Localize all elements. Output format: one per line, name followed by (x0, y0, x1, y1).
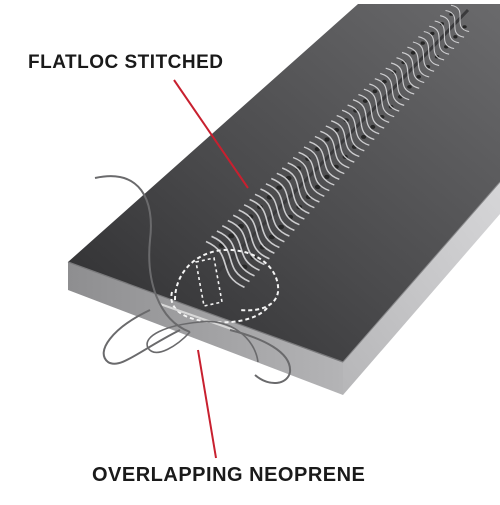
stitch-hole-left (278, 224, 284, 230)
stitch-loop (412, 41, 435, 72)
stitch-loop (287, 162, 320, 203)
stitch-loop (450, 4, 470, 33)
stitch-loop (303, 146, 335, 186)
stitch-hole-right (362, 99, 368, 103)
panel-edge-highlight-right (342, 181, 500, 363)
stitch-hole-right (410, 51, 416, 55)
stitch-loop (292, 156, 325, 197)
overlap-layer-edge (159, 303, 241, 333)
stitch-hole-left (462, 25, 467, 29)
overlap-outline-inner (195, 257, 223, 307)
stitch-hole-left (361, 134, 367, 139)
stitch-loop (396, 57, 420, 89)
panel-top-face (68, 4, 500, 362)
stitch-loop (352, 99, 380, 135)
loose-thread-down (102, 309, 181, 365)
stitch-loop (401, 51, 425, 84)
stitch-loop (227, 219, 265, 266)
stitch-loop (243, 204, 280, 249)
stitch-loop (330, 120, 360, 158)
stitch-loop (385, 67, 410, 101)
stitch-hole-left (416, 75, 422, 79)
stitch-loop (232, 214, 270, 260)
stitch-loop (260, 188, 295, 232)
loose-threads (94, 175, 292, 384)
stitch-loop (320, 130, 350, 169)
label-flatloc-stitched: FLATLOC STITCHED (28, 52, 224, 73)
stitch-loop (374, 78, 400, 112)
stitch-loop (238, 209, 275, 254)
stitch-loop (423, 30, 445, 61)
panel-front-edge (68, 262, 343, 395)
stitch-hole-left (314, 184, 321, 190)
loose-thread-right (229, 329, 292, 384)
panel-edge-highlight (67, 261, 344, 363)
stitch-hole-right (420, 41, 425, 45)
loose-thread-left (94, 175, 191, 333)
stitch-loop (309, 141, 340, 180)
seam-groove (216, 8, 470, 274)
stitch-loops (205, 4, 470, 289)
stitch-hole-right (276, 185, 283, 190)
stitch-loop (281, 167, 315, 209)
stitch-loop (390, 62, 415, 95)
stitch-loop (216, 230, 255, 277)
stitch-loop (358, 93, 385, 129)
pointer-line-top (173, 79, 249, 189)
stitch-loop (249, 198, 285, 243)
stitch-loop (341, 109, 370, 146)
stitch-loop (221, 225, 260, 271)
stitch-loop (271, 177, 305, 220)
stitch-loop (276, 172, 310, 215)
stitch-hole-left (268, 234, 275, 240)
stitch-hole-right (372, 89, 378, 94)
stitch-loop (254, 193, 290, 237)
stitch-loop (314, 135, 345, 175)
stitch-loop (445, 9, 465, 38)
stitch-loop (363, 88, 390, 124)
stitch-loop (429, 25, 450, 55)
panel-right-edge (343, 182, 500, 395)
label-overlapping-neoprene: OVERLAPPING NEOPRENE (92, 464, 366, 486)
stitch-loop (298, 151, 330, 192)
stitch-hole-left (324, 174, 330, 179)
loose-thread-long (146, 320, 259, 363)
seam-groove-line (216, 8, 470, 274)
stitch-loop (439, 15, 460, 44)
stitch-hole-left (407, 85, 412, 89)
stitch-hole-right (324, 137, 330, 142)
stitch-loop (211, 235, 250, 283)
stitch-loop (380, 72, 405, 106)
stitch-loop (265, 183, 300, 226)
stitch-loop (407, 46, 430, 78)
stitch-loop (418, 36, 440, 67)
stitch-loop (347, 104, 375, 141)
stitch-loop (205, 240, 245, 289)
pointer-line-bottom (197, 349, 217, 459)
stitch-hole-right (228, 233, 235, 239)
stitch-loop (336, 114, 365, 152)
stitch-loop (325, 125, 355, 163)
stitch-hole-left (370, 124, 376, 129)
stitch-loop (434, 20, 455, 50)
stitch-hole-left (453, 35, 458, 39)
stitch-loop (369, 83, 395, 118)
